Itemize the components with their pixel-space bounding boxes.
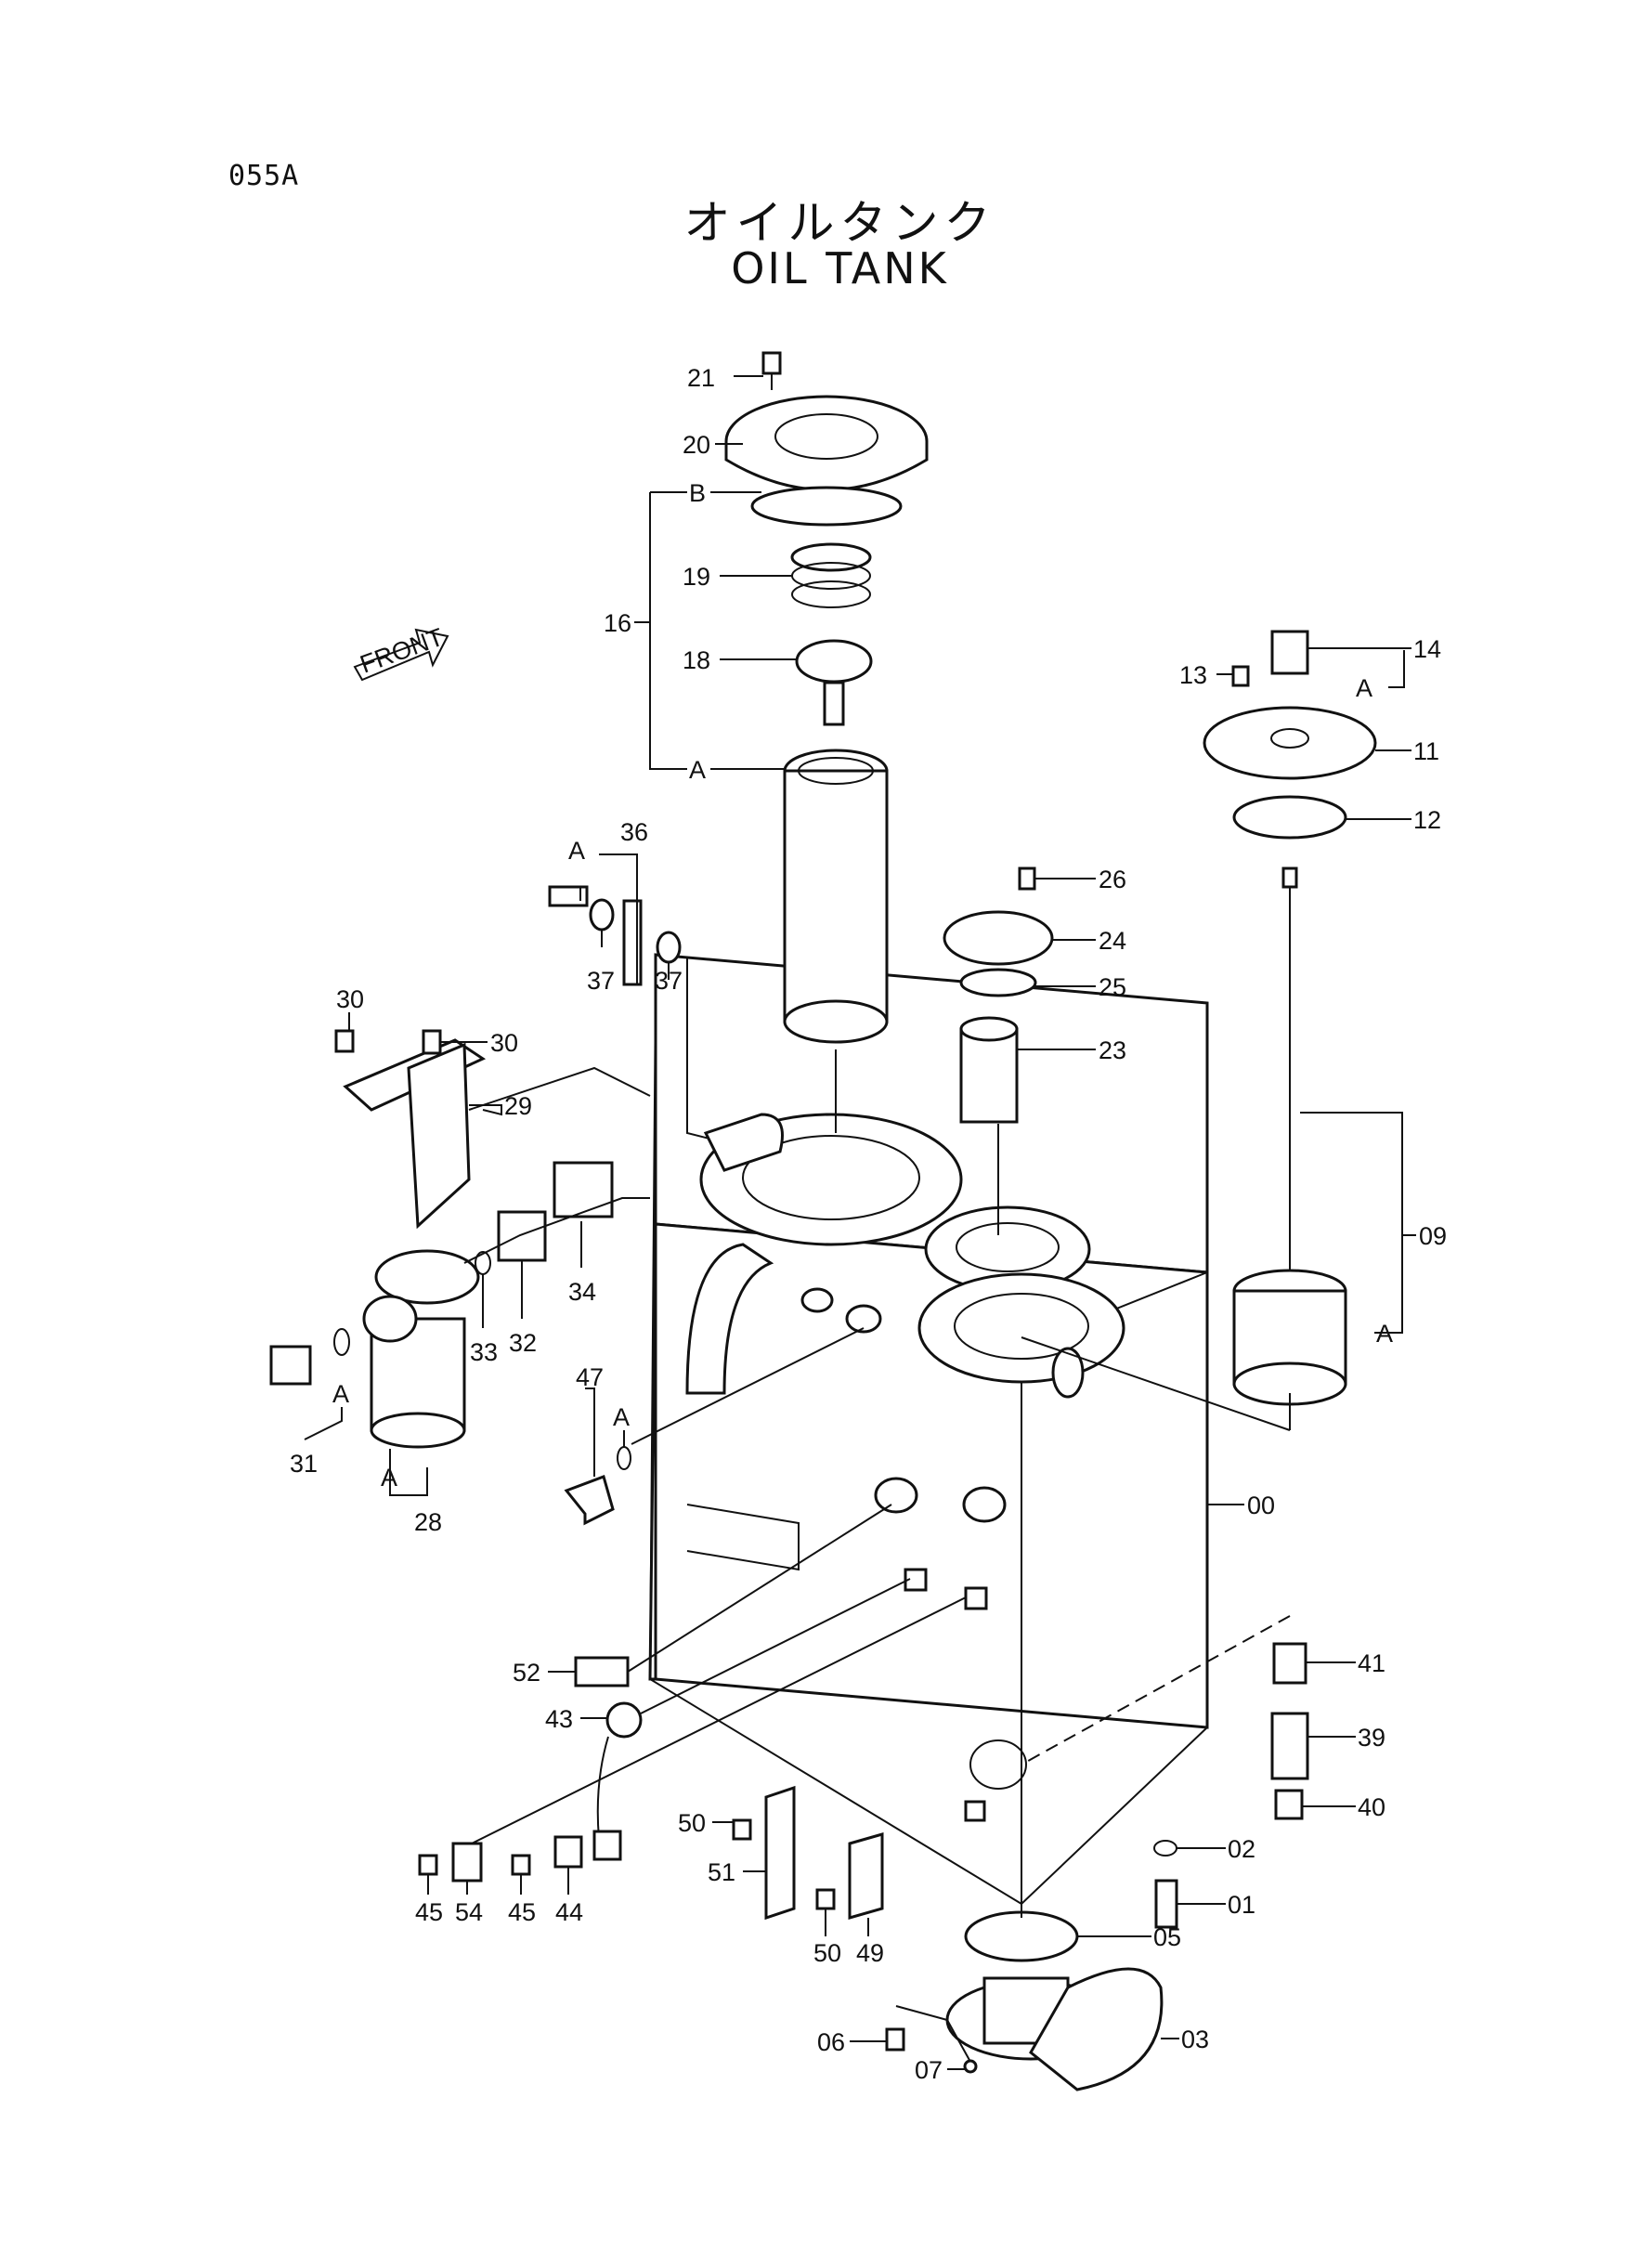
- label-06: 06: [817, 2028, 845, 2056]
- label-12: 12: [1413, 806, 1441, 834]
- washer-07: [963, 2059, 978, 2074]
- washer-02: [1153, 1840, 1177, 1857]
- o-ring-33: [475, 1251, 491, 1275]
- title-japanese: オイルタンク: [683, 196, 996, 250]
- label-18: 18: [683, 646, 710, 674]
- label-52: 52: [513, 1659, 540, 1687]
- label-a-47: A: [613, 1403, 630, 1431]
- label-a-09: A: [1376, 1320, 1393, 1348]
- bracket-51: [764, 1785, 796, 1921]
- label-51: 51: [708, 1858, 735, 1886]
- cap-40: [1274, 1789, 1304, 1820]
- suction-strainer: [783, 749, 889, 1044]
- label-36: 36: [620, 818, 648, 846]
- drain-cock-39: [1270, 1712, 1309, 1780]
- label-49: 49: [856, 1939, 884, 1967]
- label-23: 23: [1099, 1036, 1126, 1064]
- label-40: 40: [1358, 1793, 1385, 1821]
- elbow-47: [564, 1446, 631, 1526]
- label-28: 28: [414, 1508, 442, 1536]
- hose-34: [553, 1161, 614, 1218]
- label-24: 24: [1099, 927, 1126, 955]
- label-03: 03: [1181, 2026, 1209, 2053]
- label-29: 29: [504, 1092, 532, 1120]
- bolt-21: [761, 351, 782, 390]
- return-filter-28: [362, 1249, 480, 1449]
- label-00: 00: [1247, 1492, 1275, 1519]
- label-01: 01: [1228, 1891, 1255, 1919]
- bolt-50b: [815, 1888, 836, 1910]
- bolt-45a: [418, 1854, 438, 1876]
- label-a-28: A: [381, 1464, 397, 1492]
- label-20: 20: [683, 431, 710, 459]
- label-21: 21: [687, 364, 715, 392]
- label-50b: 50: [813, 1939, 841, 1967]
- label-19: 19: [683, 563, 710, 591]
- bolt-01: [1154, 1879, 1178, 1929]
- label-30b: 30: [490, 1029, 518, 1057]
- label-14: 14: [1413, 635, 1441, 663]
- label-05: 05: [1153, 1923, 1181, 1951]
- label-31: 31: [290, 1450, 318, 1478]
- label-07: 07: [915, 2056, 943, 2084]
- label-47: 47: [576, 1363, 604, 1391]
- bolt-50a: [732, 1818, 752, 1841]
- label-a-16: A: [689, 756, 706, 784]
- label-50a: 50: [678, 1809, 706, 1837]
- bracket-44: [553, 1835, 583, 1869]
- label-34: 34: [568, 1278, 596, 1306]
- elbow-pipe: [703, 1113, 784, 1172]
- label-37a: 37: [587, 967, 615, 995]
- label-44: 44: [555, 1898, 583, 1926]
- sensor-52: [574, 1504, 892, 1687]
- label-43: 43: [545, 1705, 573, 1733]
- label-33: 33: [470, 1338, 498, 1366]
- fitting-41: [1272, 1642, 1307, 1685]
- spring-19: [790, 542, 872, 608]
- label-a-14: A: [1356, 674, 1372, 702]
- label-09: 09: [1419, 1222, 1447, 1250]
- label-a-31: A: [332, 1380, 349, 1408]
- label-54: 54: [455, 1898, 483, 1926]
- label-13: 13: [1179, 661, 1207, 689]
- title-english: OIL TANK: [731, 243, 949, 293]
- page-code: 055A: [228, 160, 300, 192]
- bolt-06: [885, 2027, 905, 2052]
- label-39: 39: [1358, 1724, 1385, 1752]
- label-a-36: A: [568, 837, 585, 865]
- label-26: 26: [1099, 866, 1126, 893]
- bolt-45b: [511, 1854, 531, 1876]
- gasket-05: [964, 1910, 1079, 1962]
- harness-43: [592, 1578, 911, 1861]
- label-45a: 45: [415, 1898, 443, 1926]
- label-02: 02: [1228, 1835, 1255, 1863]
- plate-49: [848, 1832, 884, 1920]
- label-41: 41: [1358, 1649, 1385, 1677]
- label-16: 16: [604, 609, 631, 637]
- gasket-b: [750, 486, 903, 527]
- filter-cover-24: [943, 866, 1054, 1124]
- label-30a: 30: [336, 985, 364, 1013]
- front-label: FRONT: [357, 623, 448, 679]
- cover-20: [724, 395, 929, 491]
- label-b: B: [689, 479, 706, 507]
- label-32: 32: [509, 1329, 537, 1357]
- oil-tank-body: [648, 953, 1209, 1906]
- return-filter-bracket: [334, 1029, 487, 1230]
- label-45b: 45: [508, 1898, 536, 1926]
- label-11: 11: [1413, 737, 1439, 765]
- connector-31: [269, 1328, 350, 1386]
- front-arrow: FRONT: [353, 623, 449, 682]
- suction-elbow-03: [945, 1967, 1164, 2091]
- level-gauge-assembly: [1203, 630, 1377, 1406]
- valve-18: [795, 639, 873, 726]
- adapter-32: [497, 1210, 547, 1262]
- label-25: 25: [1099, 973, 1126, 1001]
- label-37b: 37: [655, 967, 683, 995]
